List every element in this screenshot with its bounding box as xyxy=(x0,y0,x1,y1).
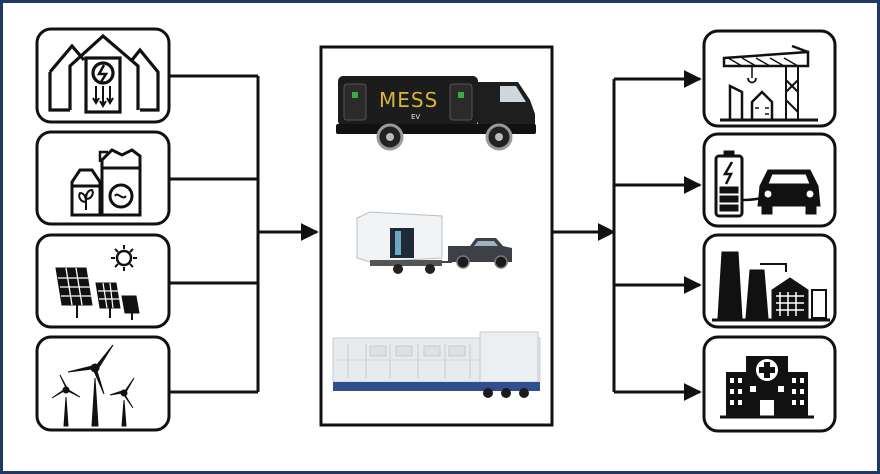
source-box-power-grid xyxy=(35,27,171,124)
truck-tag-label: EV xyxy=(411,113,420,121)
source-connectors xyxy=(169,74,319,394)
source-box-biogas xyxy=(35,130,171,226)
industrial-factory-icon xyxy=(712,251,830,322)
containerized-battery-trailer-icon xyxy=(332,331,541,398)
source-box-solar xyxy=(35,233,171,329)
mess-ev-truck-icon: MESS EV xyxy=(336,76,536,151)
load-box-construction xyxy=(702,29,837,128)
biogas-plant-icon xyxy=(70,148,142,217)
load-box-ev-charging xyxy=(702,132,837,228)
truck-brand-label: MESS xyxy=(379,88,438,112)
power-grid-houses-icon xyxy=(48,33,160,114)
load-box-hospital xyxy=(702,335,837,433)
trailer-with-pickup-truck-icon xyxy=(356,211,512,274)
wind-turbines-icon xyxy=(51,344,135,427)
hospital-icon xyxy=(720,356,814,419)
construction-site-crane-icon xyxy=(720,44,818,122)
load-box-industry xyxy=(702,233,837,329)
source-box-wind xyxy=(35,335,171,432)
ev-charging-icon xyxy=(714,150,821,218)
load-connectors xyxy=(552,70,702,401)
solar-panels-icon xyxy=(55,245,140,320)
